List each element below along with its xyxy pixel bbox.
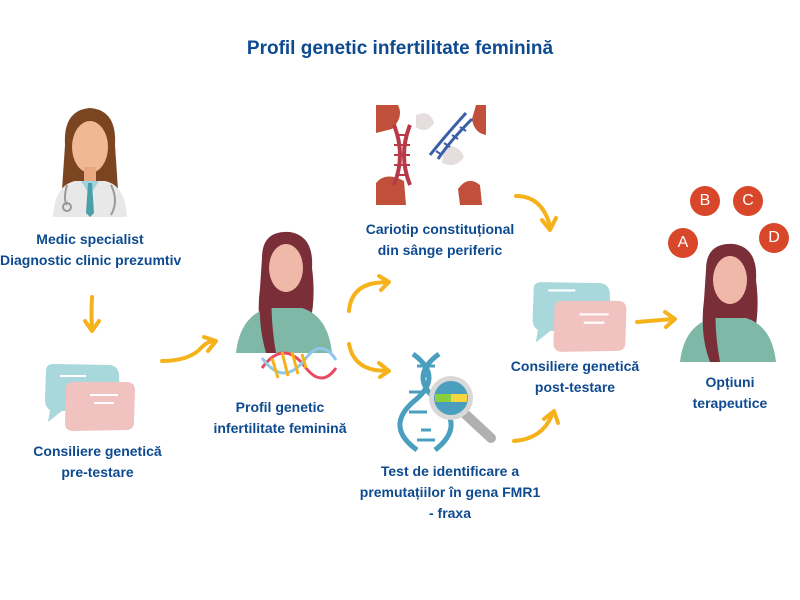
arrow-curve-up-right [160, 335, 218, 363]
post-counsel-label: Consiliere genetică post-testare [510, 358, 640, 395]
karyotype-label: Cariotip constituțional din sânge perife… [365, 221, 515, 258]
speech-bubbles-icon [45, 364, 135, 431]
option-badge-a: A [668, 228, 698, 258]
option-badge-c: C [733, 186, 763, 216]
dna-magnifier-icon [397, 351, 496, 453]
woman-options-icon [680, 243, 776, 362]
option-badge-b: B [690, 186, 720, 216]
arrow-right [635, 310, 677, 329]
arrow-curve-up [347, 274, 391, 313]
doctor-label: Medic specialist Diagnostic clinic prezu… [0, 231, 182, 268]
woman-dna-icon [236, 231, 338, 380]
blood-dna-icon [376, 105, 486, 205]
arrow-curve-up-right-2 [512, 409, 560, 443]
option-badge-d: D [759, 223, 789, 253]
arrow-curve-down [347, 342, 391, 379]
arrow-down [83, 295, 101, 333]
fmr1-label: Test de identificare a premutațiilor în … [359, 463, 541, 521]
arrow-curve-down-right [514, 194, 558, 232]
profile-label: Profil genetic infertilitate feminină [213, 399, 347, 436]
options-label: Opțiuni terapeutice [692, 374, 768, 411]
speech-bubbles-icon-post [532, 282, 627, 352]
diagram-title: Profil genetic infertilitate feminină [246, 38, 554, 59]
doctor-icon [53, 108, 127, 217]
pre-counsel-label: Consiliere genetică pre-testare [33, 443, 162, 480]
